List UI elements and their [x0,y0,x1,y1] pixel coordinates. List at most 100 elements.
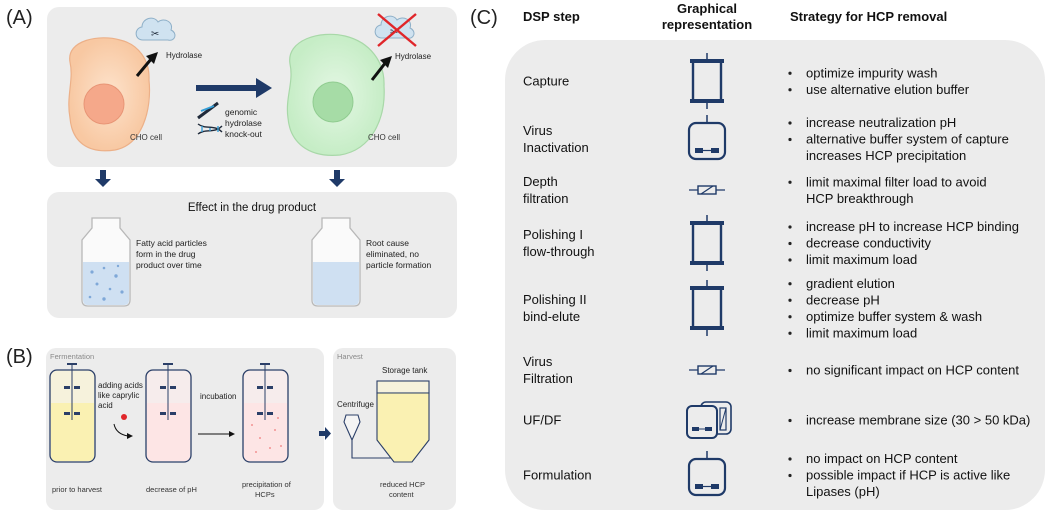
strategy-item: alternative buffer system of capture [806,132,1009,147]
nucleus-left [83,83,125,125]
bullet-icon [788,473,792,478]
panel-b-label: (B) [6,346,33,368]
strategy-item: use alternative elution buffer [806,82,970,97]
svg-text:reduced HCP: reduced HCP [380,480,425,489]
bullet-icon [788,368,792,373]
svg-text:acid: acid [98,401,113,410]
tank-icon [687,115,727,161]
tank-icon [687,451,727,497]
dsp-step-label: Filtration [523,371,573,386]
svg-text:hydrolase: hydrolase [225,118,262,128]
bullet-icon [788,258,792,262]
incubation-arrow [198,431,235,437]
bullet-icon [788,282,792,286]
vial-right [311,217,361,307]
cho-label-left: CHO cell [130,133,162,142]
column-icon [690,53,724,109]
strategy-item: gradient elution [806,276,895,291]
column-icon [690,280,724,336]
strategy-item: decrease pH [806,292,880,307]
bioreactor-prior [49,363,96,463]
dna-icon [197,123,223,135]
dsp-table-box [505,40,1045,510]
bullet-icon [788,71,792,75]
strategy-item: no impact on HCP content [806,451,958,466]
knockout-lines: genomic hydrolase knock-out [225,107,262,139]
harvest-label: Harvest [337,352,364,361]
incubation-label: incubation [200,392,236,401]
prior-label: prior to harvest [52,485,103,494]
strategy-item: Lipases (pH) [806,484,880,499]
bullet-icon [788,137,792,142]
bullet-icon [788,315,792,319]
reduced-label: reduced HCP content [380,480,425,499]
svg-text:precipitation of: precipitation of [242,480,292,489]
dsp-step-label: Formulation [523,468,592,483]
svg-text:knock-out: knock-out [225,129,262,139]
strategy-item: increase neutralization pH [806,115,956,130]
header-graphic-1: Graphical [677,1,737,16]
svg-text:eliminated, no: eliminated, no [366,249,419,259]
header-graphic-2: representation [662,17,752,32]
fermentation-label: Fermentation [50,352,94,361]
header-strategy: Strategy for HCP removal [790,9,947,24]
precipitation-label: precipitation of HCPs [242,480,292,499]
curved-arrow-icon [113,423,133,439]
strategy-item: decrease conductivity [806,236,932,251]
effect-title: Effect in the drug product [188,202,317,214]
bioreactor-decrease [145,363,192,463]
strategy-item: limit maximal filter load to avoid [806,174,987,189]
panel-a-label: (A) [6,7,33,29]
svg-text:HCPs: HCPs [255,490,275,499]
filter-icon [689,365,725,375]
dsp-step-label: UF/DF [523,413,561,428]
svg-text:form in the drug: form in the drug [136,249,196,259]
down-arrow-left [95,170,111,187]
strategy-item: limit maximum load [806,252,917,267]
strategy-item: limit maximum load [806,325,917,340]
cho-label-right: CHO cell [368,133,400,142]
strategy-item: optimize buffer system & wash [806,309,982,324]
bullet-icon [788,180,792,184]
strategy-item: increases HCP precipitation [806,148,966,163]
strategy-item: possible impact if HCP is active like [806,468,1010,483]
scissors-tool-icon [197,101,219,120]
storage-label: Storage tank [382,366,428,375]
dsp-row-3: Depth filtration limit maximal filter load… [523,174,987,206]
bullet-icon [788,331,792,335]
bioreactor-precipitation [242,363,289,463]
column-icon [690,215,724,271]
svg-text:Fatty acid particles: Fatty acid particles [136,238,207,248]
dsp-step-label: Virus [523,123,553,138]
strategy-item: increase membrane size (30 > 50 kDa) [806,413,1030,428]
nucleus-right [312,81,354,123]
svg-text:Root cause: Root cause [366,238,409,248]
bullet-icon [788,241,792,246]
svg-text:product over time: product over time [136,260,202,270]
pointer-arrow-left [135,57,154,77]
knockout-arrow [196,78,272,98]
dsp-step-label: filtration [523,191,569,206]
svg-text:genomic: genomic [225,107,258,117]
bullet-icon [788,418,792,423]
bullet-icon [788,88,792,92]
storage-tank-icon [376,380,430,463]
vial-left-text: Fatty acid particles form in the drug pr… [136,238,207,270]
bullet-icon [788,298,792,302]
scissors-icon: ✂ [151,29,159,40]
svg-text:like caprylic: like caprylic [98,391,139,400]
strategy-item: HCP breakthrough [806,191,913,206]
dsp-step-label: Depth [523,174,558,189]
dsp-step-label: Inactivation [523,140,589,155]
decrease-label: decrease of pH [146,485,197,494]
adding-acids-text: adding acids like caprylic acid [98,381,143,410]
hydrolase-enzyme-icon: ✂ [135,17,176,41]
dsp-step-label: Polishing II [523,292,587,307]
dsp-step-label: flow-through [523,244,595,259]
